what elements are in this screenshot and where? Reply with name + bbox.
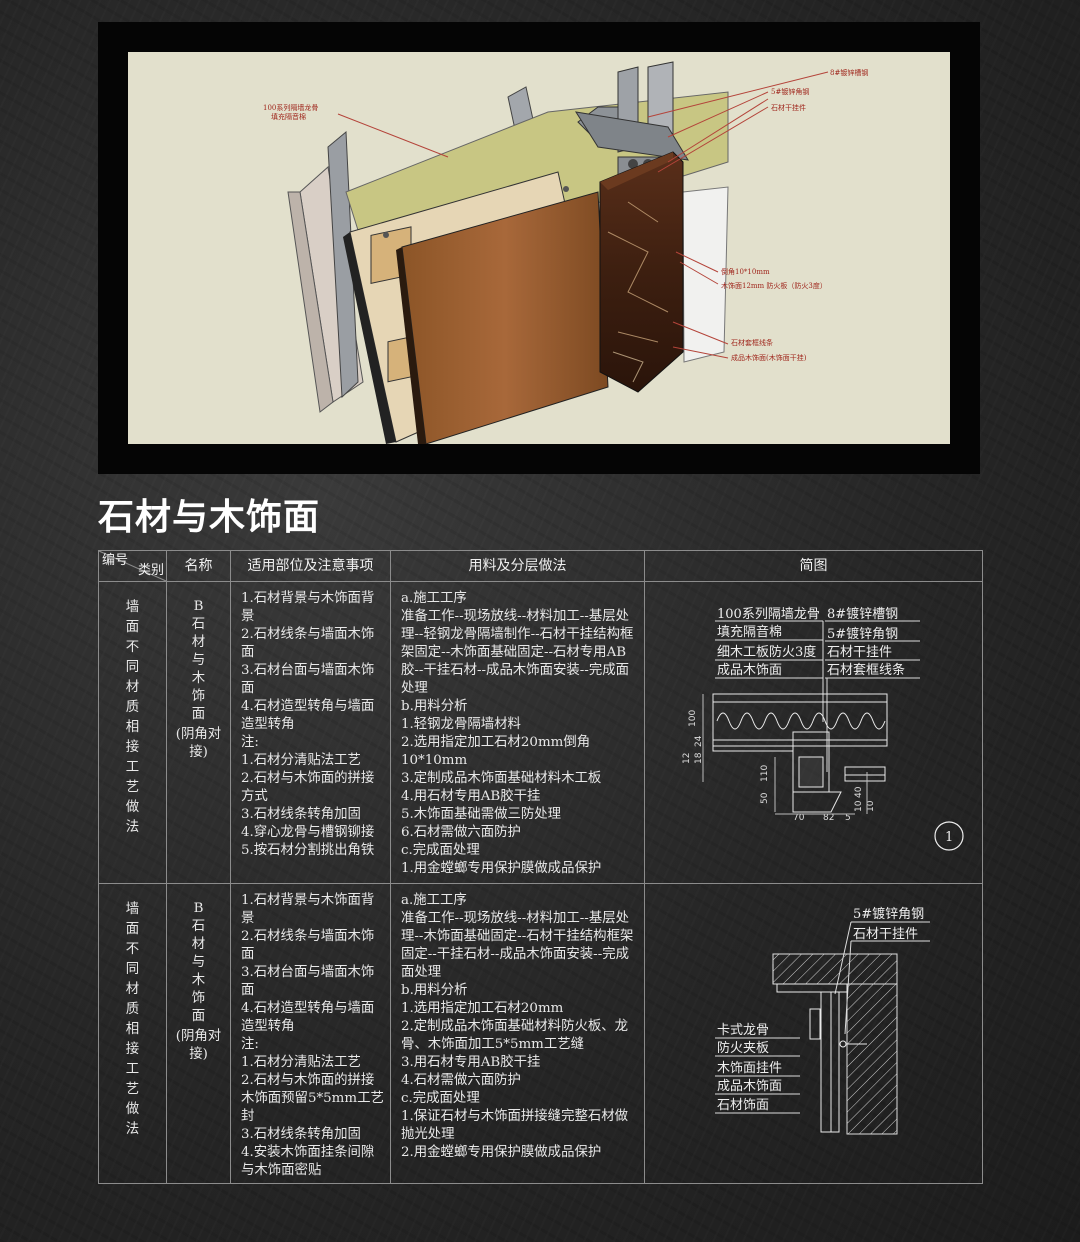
dim-label: 70 <box>793 813 805 823</box>
drawing-number-circle <box>934 821 964 851</box>
diagram-label: 填充隔音棉 <box>717 624 782 640</box>
drawing-number: 1 <box>945 830 953 845</box>
diagram-label: 卡式龙骨 <box>717 1023 769 1038</box>
hero-frame: 100系列隔墙龙骨 填充隔音棉 8#镀锌槽钢 5#镀锌角钢 石材干挂件 倒角10… <box>98 22 980 474</box>
dim-label: 10 <box>866 800 876 812</box>
diagram-label: 5#镀锌角钢 <box>853 906 924 922</box>
dim-label: 12 <box>682 753 692 764</box>
hero-callout: 100系列隔墙龙骨 <box>263 103 318 112</box>
diagram-label: 木饰面挂件 <box>717 1061 782 1076</box>
diagram-label: 石材套框线条 <box>827 662 905 678</box>
method-cell: a.施工工序 准备工作--现场放线--材料加工--基层处理--轻钢龙骨隔墙制作-… <box>390 581 645 884</box>
page-title: 石材与木饰面 <box>98 497 321 538</box>
dim-label: 24 <box>694 735 704 747</box>
hero-callout: 石材干挂件 <box>771 103 806 112</box>
dim-label: 100 <box>688 710 698 727</box>
name-cell: B石材与木饰面 (阴角对接) <box>166 883 231 1184</box>
dim-label: 50 <box>760 792 770 804</box>
section-drawing-1: 100系列隔墙龙骨 填充隔音棉 细木工板防火3度 成品木饰面 8#镀锌槽钢 5#… <box>682 606 964 851</box>
category-cell: 墙面不同材质相接工艺做法 <box>98 581 167 884</box>
hero-callout: 5#镀锌角钢 <box>771 87 809 96</box>
scope-cell: 1.石材背景与木饰面背景 2.石材线条与墙面木饰面 3.石材台面与墙面木饰面 4… <box>230 883 391 1184</box>
diagram-label: 石材干挂件 <box>827 645 892 660</box>
name-cell: B石材与木饰面 (阴角对接) <box>166 581 231 884</box>
hero-illustration: 100系列隔墙龙骨 填充隔音棉 8#镀锌槽钢 5#镀锌角钢 石材干挂件 倒角10… <box>128 52 950 444</box>
diagram-label: 100系列隔墙龙骨 <box>717 607 820 622</box>
diagram-label: 5#镀锌角钢 <box>827 626 898 642</box>
dim-label: 40 <box>854 786 864 798</box>
diagram-cell: 100系列隔墙龙骨 填充隔音棉 细木工板防火3度 成品木饰面 8#镀锌槽钢 5#… <box>644 581 983 884</box>
header-name: 名称 <box>166 550 231 582</box>
header-code: 编号 <box>102 553 129 568</box>
category-cell: 墙面不同材质相接工艺做法 <box>98 883 167 1184</box>
diagram-label: 成品木饰面 <box>717 1079 782 1094</box>
header-scope: 适用部位及注意事项 <box>230 550 391 582</box>
method-cell: a.施工工序 准备工作--现场放线--材料加工--基层处理--木饰面基础固定--… <box>390 883 645 1184</box>
section-drawing-2: 5#镀锌角钢 石材干挂件 卡式龙骨 防火夹板 木饰面挂件 成品木饰面 石材饰面 <box>715 906 930 1135</box>
diagram-label: 防火夹板 <box>717 1040 769 1056</box>
dim-label: 82 <box>823 813 834 823</box>
table-row: 墙面不同材质相接工艺做法 B石材与木饰面 (阴角对接) 1.石材背景与木饰面背景… <box>98 883 983 1184</box>
table-header-row: 编号 类别 名称 适用部位及注意事项 用料及分层做法 简图 <box>98 550 983 582</box>
table-row: 墙面不同材质相接工艺做法 B石材与木饰面 (阴角对接) 1.石材背景与木饰面背景… <box>98 581 983 884</box>
diagram-label: 石材饰面 <box>717 1098 769 1113</box>
hero-callout: 石材套框线条 <box>731 338 773 347</box>
dim-label: 10 <box>854 800 864 812</box>
dim-label: 5 <box>845 813 851 823</box>
header-code-category: 编号 类别 <box>98 550 167 582</box>
scope-cell: 1.石材背景与木饰面背景 2.石材线条与墙面木饰面 3.石材台面与墙面木饰面 4… <box>230 581 391 884</box>
hero-callout: 成品木饰面(木饰面干挂) <box>731 353 807 362</box>
dim-label: 110 <box>760 765 770 782</box>
hero-callout: 填充隔音棉 <box>271 112 306 121</box>
diagram-label: 8#镀锌槽钢 <box>827 606 898 622</box>
header-method: 用料及分层做法 <box>390 550 645 582</box>
header-diagram: 简图 <box>644 550 983 582</box>
diagram-label: 成品木饰面 <box>717 663 782 678</box>
header-category: 类别 <box>137 563 164 578</box>
hero-callout: 8#镀锌槽钢 <box>830 68 868 77</box>
spec-table: 编号 类别 名称 适用部位及注意事项 用料及分层做法 简图 墙面不同材质相接工艺… <box>98 550 983 1184</box>
diagram-label: 石材干挂件 <box>853 927 918 942</box>
hero-callout: 木饰面12mm 防火板（防火3度） <box>721 281 827 290</box>
wall-section-render: 100系列隔墙龙骨 填充隔音棉 8#镀锌槽钢 5#镀锌角钢 石材干挂件 倒角10… <box>263 61 868 444</box>
diagram-label: 细木工板防火3度 <box>717 644 816 660</box>
dim-label: 18 <box>694 752 704 764</box>
hero-callout: 倒角10*10mm <box>721 267 770 276</box>
diagram-cell: 5#镀锌角钢 石材干挂件 卡式龙骨 防火夹板 木饰面挂件 成品木饰面 石材饰面 <box>644 883 983 1184</box>
